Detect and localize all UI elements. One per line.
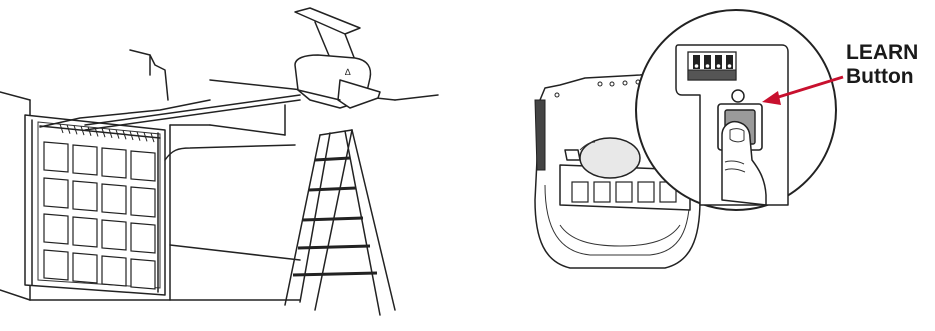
terminal-screw [716, 64, 720, 68]
door-panel [44, 178, 68, 208]
ladder-rung [293, 273, 377, 275]
door-panel [131, 223, 155, 253]
door-panel [131, 151, 155, 181]
door-panel [131, 187, 155, 217]
door-panel [73, 253, 97, 283]
mount-hole [598, 82, 602, 86]
led-indicator [732, 90, 744, 102]
learn-label-line2: Button [846, 66, 914, 87]
door-panel [73, 145, 97, 175]
ladder-rung [303, 218, 363, 220]
mount-hole [610, 82, 614, 86]
terminal-block [688, 52, 736, 80]
door-panel [44, 142, 68, 172]
door-panel [131, 259, 155, 289]
garage-door [25, 115, 165, 295]
terminal-screw [694, 64, 698, 68]
door-panel [102, 256, 126, 286]
terminal-screw [727, 64, 731, 68]
svg-text:∆: ∆ [345, 67, 351, 77]
ladder-rung [298, 246, 370, 248]
ladder-rungs [293, 158, 377, 275]
ladder-rung [309, 188, 356, 190]
garage-scene: ∆ [0, 8, 438, 315]
grill-slot [594, 182, 610, 202]
grill-slot [572, 182, 588, 202]
magnifier-circle [636, 10, 836, 210]
mount-hole [555, 93, 559, 97]
door-panel [73, 217, 97, 247]
door-panel [102, 148, 126, 178]
grill-slot [616, 182, 632, 202]
header-bracket [130, 50, 168, 100]
step-ladder [285, 130, 395, 315]
terminal-screw [705, 64, 709, 68]
garage-door-opener-unit: ∆ [295, 8, 380, 108]
mount-hole [623, 81, 627, 85]
door-panel [102, 220, 126, 250]
door-panel [44, 214, 68, 244]
door-panel [102, 184, 126, 214]
grill-slots [572, 182, 676, 202]
learn-label-line1: LEARN [846, 42, 918, 63]
door-panel [73, 181, 97, 211]
door-panel [44, 250, 68, 280]
ladder-rung [315, 158, 350, 160]
opener-closeup [535, 10, 843, 268]
grill-slot [638, 182, 654, 202]
